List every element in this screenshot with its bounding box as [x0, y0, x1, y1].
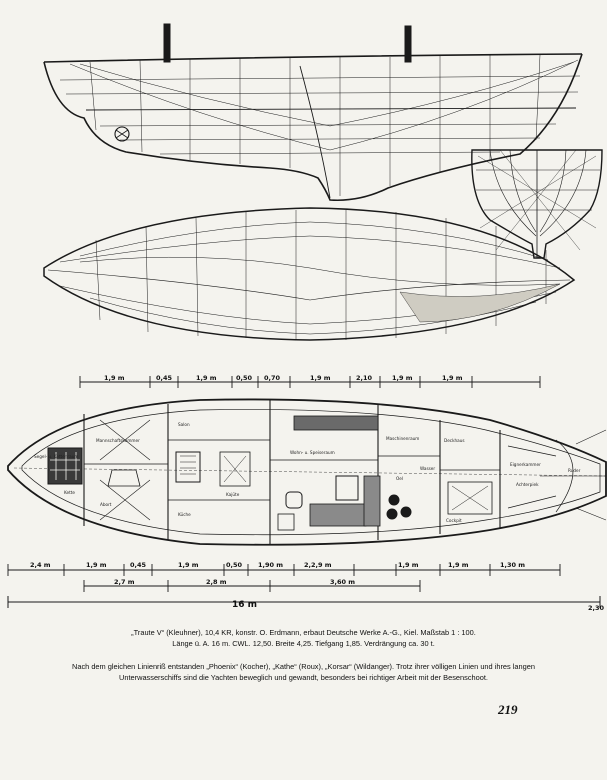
dim-label: 1,9 m [398, 561, 419, 569]
tank-icon [400, 506, 412, 518]
dim-label: 1,9 m [310, 374, 331, 382]
dim-label: 1,9 m [442, 374, 463, 382]
room-label: Küche [178, 512, 191, 517]
room-label: Achterpiek [516, 482, 539, 487]
caption-specs: „Traute V“ (Kleuhner), 10,4 KR, konstr. … [40, 628, 567, 649]
dim-label: 2,8 m [206, 578, 227, 586]
room-label: Kajüte [226, 492, 240, 497]
body-plan [471, 149, 603, 259]
room-label: Abort [100, 502, 112, 507]
room-label: Kette [64, 490, 75, 495]
dim-label: 3,60 m [330, 578, 355, 586]
dim-label: 1,90 m [258, 561, 283, 569]
room-label: Maschinenraum [386, 436, 419, 441]
dim-label: 2,2,9 m [304, 561, 332, 569]
deck-plan-outline [7, 398, 607, 546]
edge-mark-label: 2,30 [588, 604, 605, 612]
page-number: 219 [498, 702, 518, 717]
salon-table [175, 451, 201, 483]
room-label: Mannschaftskammer [96, 438, 140, 443]
top-dimension-line [79, 376, 541, 388]
dim-label: 2,7 m [114, 578, 135, 586]
overall-length-label: 16 m [232, 600, 257, 610]
top-dimension-labels: 1,9 m 0,45 1,9 m 0,50 0,70 1,9 m 2,10 1,… [104, 374, 463, 382]
dim-label: 0,45 [130, 561, 147, 569]
half-breadth-outline [43, 207, 576, 341]
profile-hull-outline [43, 53, 583, 202]
dim-label: 0,45 [156, 374, 173, 382]
dim-label: 0,50 [236, 374, 253, 382]
caption-line-1: „Traute V“ (Kleuhner), 10,4 KR, konstr. … [131, 628, 476, 637]
waterline [85, 107, 577, 111]
mainmast [163, 23, 171, 63]
room-labels: Segel- u. Kettenraum Kette Mannschaftska… [34, 422, 581, 523]
dim-label: 1,9 m [448, 561, 469, 569]
room-label: Cockpit [446, 518, 462, 523]
bottom-dimension-labels: 2,4 m 1,9 m 0,45 1,9 m 0,50 1,90 m 2,2,9… [30, 561, 605, 612]
body-plan-outline [471, 149, 603, 259]
mizzenmast [404, 25, 412, 63]
room-label: Wasser [420, 466, 435, 471]
caption-paragraph: Nach dem gleichen Linienriß entstanden „… [72, 662, 535, 682]
dim-label: 1,9 m [104, 374, 125, 382]
dim-label: 1,9 m [86, 561, 107, 569]
dim-label: 1,9 m [178, 561, 199, 569]
propeller-icon [114, 126, 130, 142]
accommodation-plan [7, 398, 607, 546]
half-breadth-plan [43, 207, 576, 341]
caption-line-2: Länge ü. A. 16 m. CWL. 12,50. Breite 4,2… [172, 638, 435, 648]
room-label: Oel [396, 476, 403, 481]
bottom-dimension-lines [7, 564, 601, 608]
dim-label: 1,30 m [500, 561, 525, 569]
tank-icon [386, 508, 398, 520]
room-label: Eignerkammer [510, 462, 541, 467]
room-label: Segel- u. Kettenraum [34, 454, 78, 459]
room-label: Deckhaus [444, 438, 465, 443]
dim-label: 2,10 [356, 374, 373, 382]
dim-label: 2,4 m [30, 561, 51, 569]
sheer-line [43, 53, 583, 63]
room-label: Ruder [568, 468, 581, 473]
room-label: Salon [178, 422, 190, 427]
dim-label: 0,50 [226, 561, 243, 569]
dim-label: 1,9 m [196, 374, 217, 382]
room-label: Wohn- u. Speiseraum [290, 450, 335, 455]
dim-label: 1,9 m [392, 374, 413, 382]
profile-view [43, 23, 583, 202]
tank-icon [388, 494, 400, 506]
dim-label: 0,70 [264, 374, 281, 382]
